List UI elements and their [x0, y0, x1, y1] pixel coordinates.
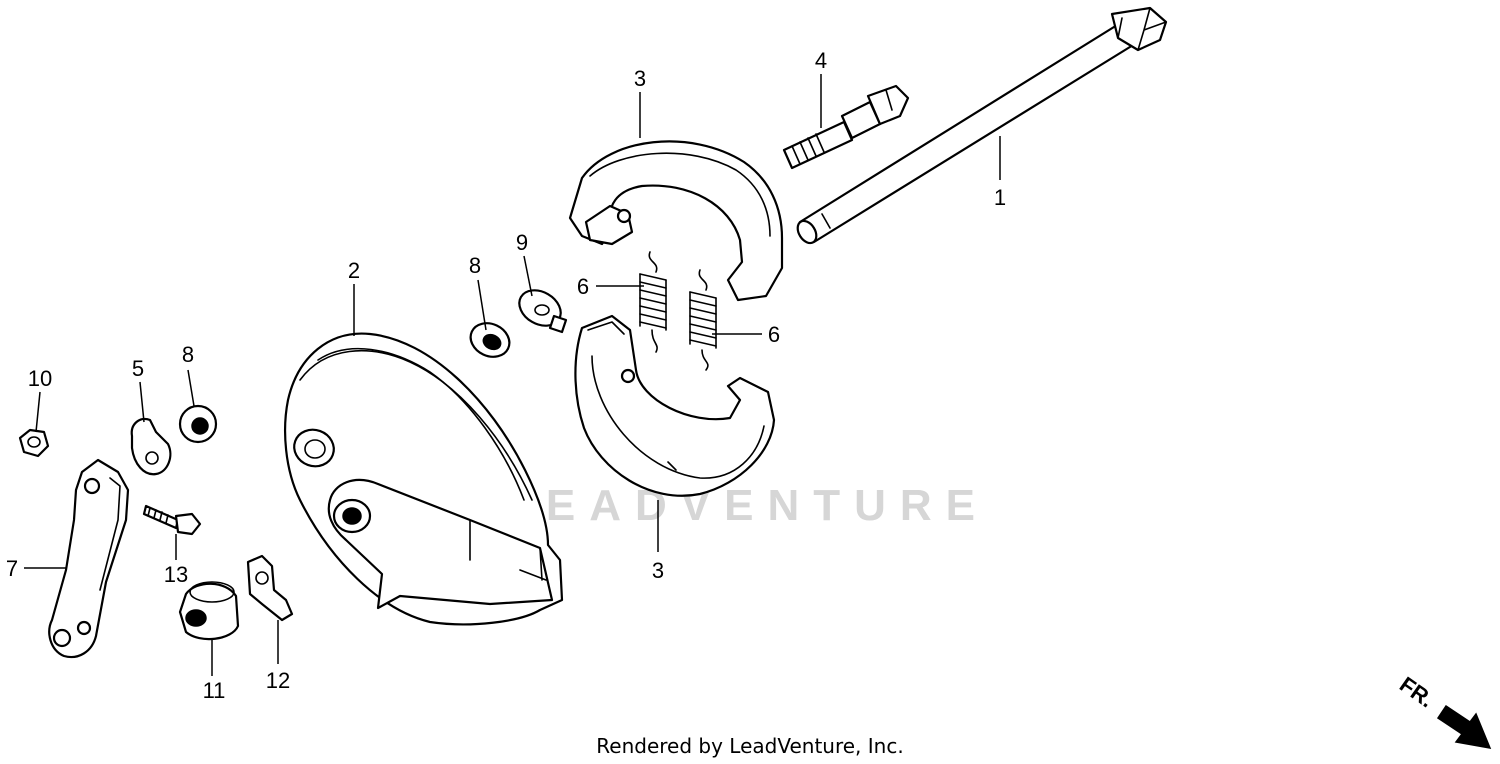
- callout-shoe-upper: 3: [634, 66, 646, 91]
- front-direction-label: FR.: [1395, 672, 1438, 713]
- callout-seal-left: 8: [182, 342, 194, 367]
- front-direction-arrow-icon: [1436, 704, 1492, 749]
- wear-indicator-part[interactable]: [130, 417, 172, 476]
- brake-shoe-lower-part[interactable]: [574, 314, 776, 497]
- axle-part[interactable]: [794, 6, 1168, 246]
- spring-right-part[interactable]: [689, 269, 717, 371]
- brake-shoe-upper-part[interactable]: [568, 140, 784, 302]
- bolt-part[interactable]: [142, 504, 202, 536]
- callout-stopper: 12: [266, 668, 290, 693]
- washer-part[interactable]: [513, 283, 568, 334]
- callout-shoe-lower: 3: [652, 558, 664, 583]
- brake-cam-part[interactable]: [782, 84, 910, 170]
- leader-wear-indicator: [139, 381, 145, 423]
- footer-credit: Rendered by LeadVenture, Inc.: [596, 734, 904, 758]
- leader-nut: [35, 391, 41, 433]
- callout-collar: 11: [203, 678, 226, 703]
- callout-nut: 10: [28, 366, 52, 391]
- callout-wear-indicator: 5: [132, 356, 144, 381]
- callout-seal-center: 8: [469, 253, 481, 278]
- brake-panel-part[interactable]: [284, 332, 564, 626]
- callout-washer: 9: [516, 230, 528, 255]
- seal-left-part[interactable]: [178, 404, 218, 444]
- seal-center-part[interactable]: [465, 317, 515, 363]
- callout-brake-panel: 2: [348, 258, 360, 283]
- watermark: LEADVENTURE: [505, 481, 989, 530]
- leader-seal-center: [477, 279, 487, 331]
- callout-spring-right: 6: [768, 322, 780, 347]
- brake-arm-part[interactable]: [48, 458, 130, 659]
- front-direction-marker: FR.: [1395, 672, 1438, 713]
- nut-part[interactable]: [18, 428, 50, 458]
- leader-washer: [523, 255, 533, 297]
- leader-seal-left: [187, 369, 195, 407]
- callout-brake-arm: 7: [6, 556, 18, 581]
- collar-part[interactable]: [178, 581, 240, 641]
- callout-brake-cam: 4: [815, 48, 827, 73]
- spring-left-part[interactable]: [639, 251, 667, 353]
- callout-axle: 1: [994, 185, 1006, 210]
- callout-spring-left: 6: [577, 274, 589, 299]
- callout-bolt: 13: [164, 562, 188, 587]
- stopper-part[interactable]: [246, 554, 294, 622]
